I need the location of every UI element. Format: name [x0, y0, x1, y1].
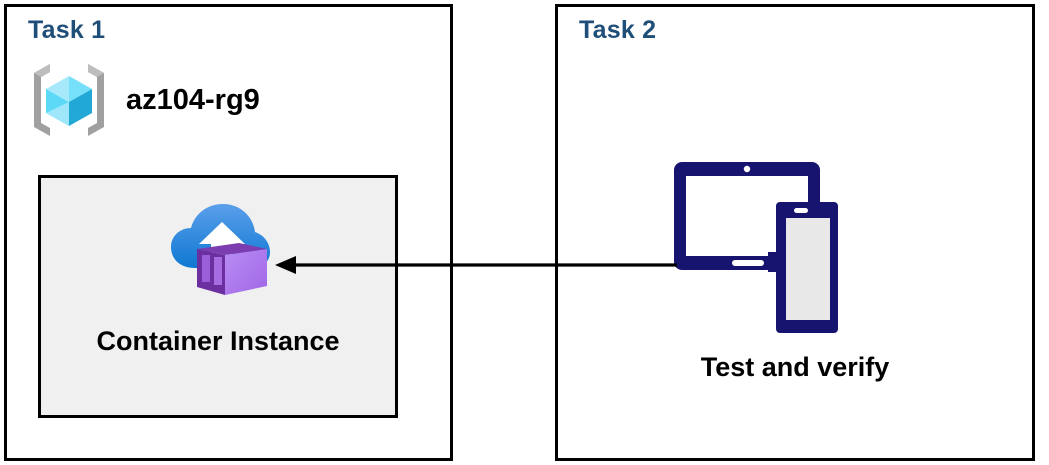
- container-instance-label: Container Instance: [96, 326, 340, 356]
- devices-label: Test and verify: [700, 352, 890, 382]
- resource-group-label: az104-rg9: [126, 83, 260, 116]
- task2-heading: Task 2: [579, 16, 657, 44]
- azure-resource-group-icon: [28, 60, 110, 140]
- task1-heading: Task 1: [28, 16, 106, 44]
- container-instance-box: Container Instance: [38, 175, 398, 418]
- resource-group-row: az104-rg9: [28, 60, 260, 140]
